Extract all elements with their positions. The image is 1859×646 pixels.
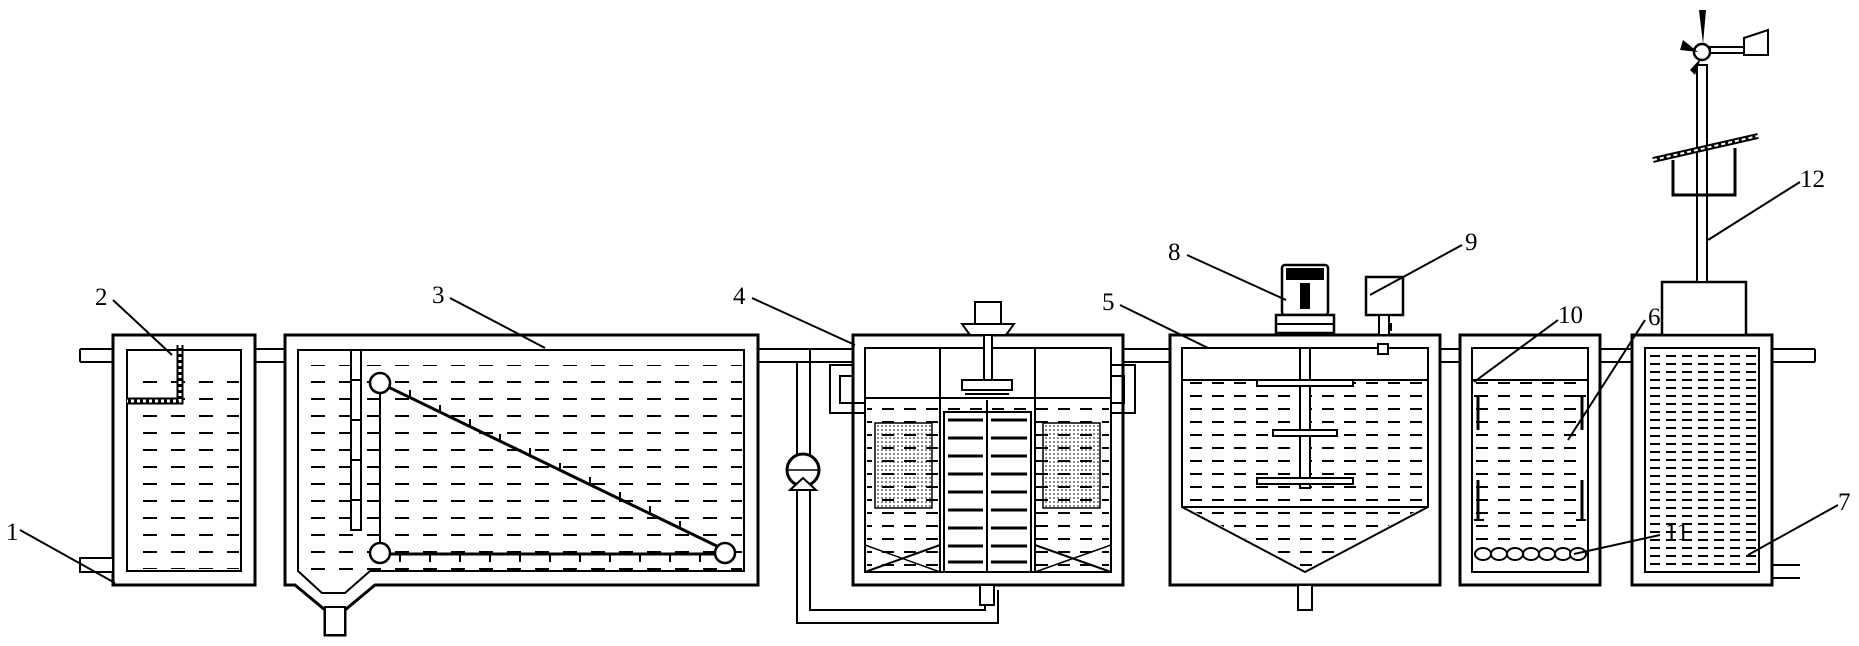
dosing-box-icon <box>1364 275 1405 355</box>
leader-lines <box>19 181 1839 584</box>
part-labels: 1 2 3 4 5 6 7 8 9 10 11 12 <box>6 166 1851 546</box>
label-10: 10 <box>1558 302 1583 329</box>
reaction-tank <box>1168 333 1442 611</box>
grid-screen <box>127 345 184 405</box>
solar-wind-tower <box>1652 10 1769 337</box>
label-12: 12 <box>1800 166 1825 193</box>
filter-tank <box>1458 333 1602 587</box>
label-4: 4 <box>733 283 746 310</box>
label-1: 1 <box>6 519 19 546</box>
sedimentation-tank <box>283 333 760 637</box>
label-7: 7 <box>1838 489 1851 516</box>
label-3: 3 <box>432 282 445 309</box>
label-6: 6 <box>1648 304 1661 331</box>
label-5: 5 <box>1102 289 1115 316</box>
clear-water-tank <box>1630 333 1800 587</box>
inlet-tank <box>79 333 257 587</box>
mixer-motor-icon <box>1274 263 1336 335</box>
electrolysis-tank <box>829 301 1136 606</box>
scraper-conveyor <box>350 349 737 565</box>
label-9: 9 <box>1465 229 1478 256</box>
label-2: 2 <box>95 284 108 311</box>
pump-icon <box>785 452 821 491</box>
label-8: 8 <box>1168 239 1181 266</box>
label-11: 11 <box>1665 519 1689 546</box>
